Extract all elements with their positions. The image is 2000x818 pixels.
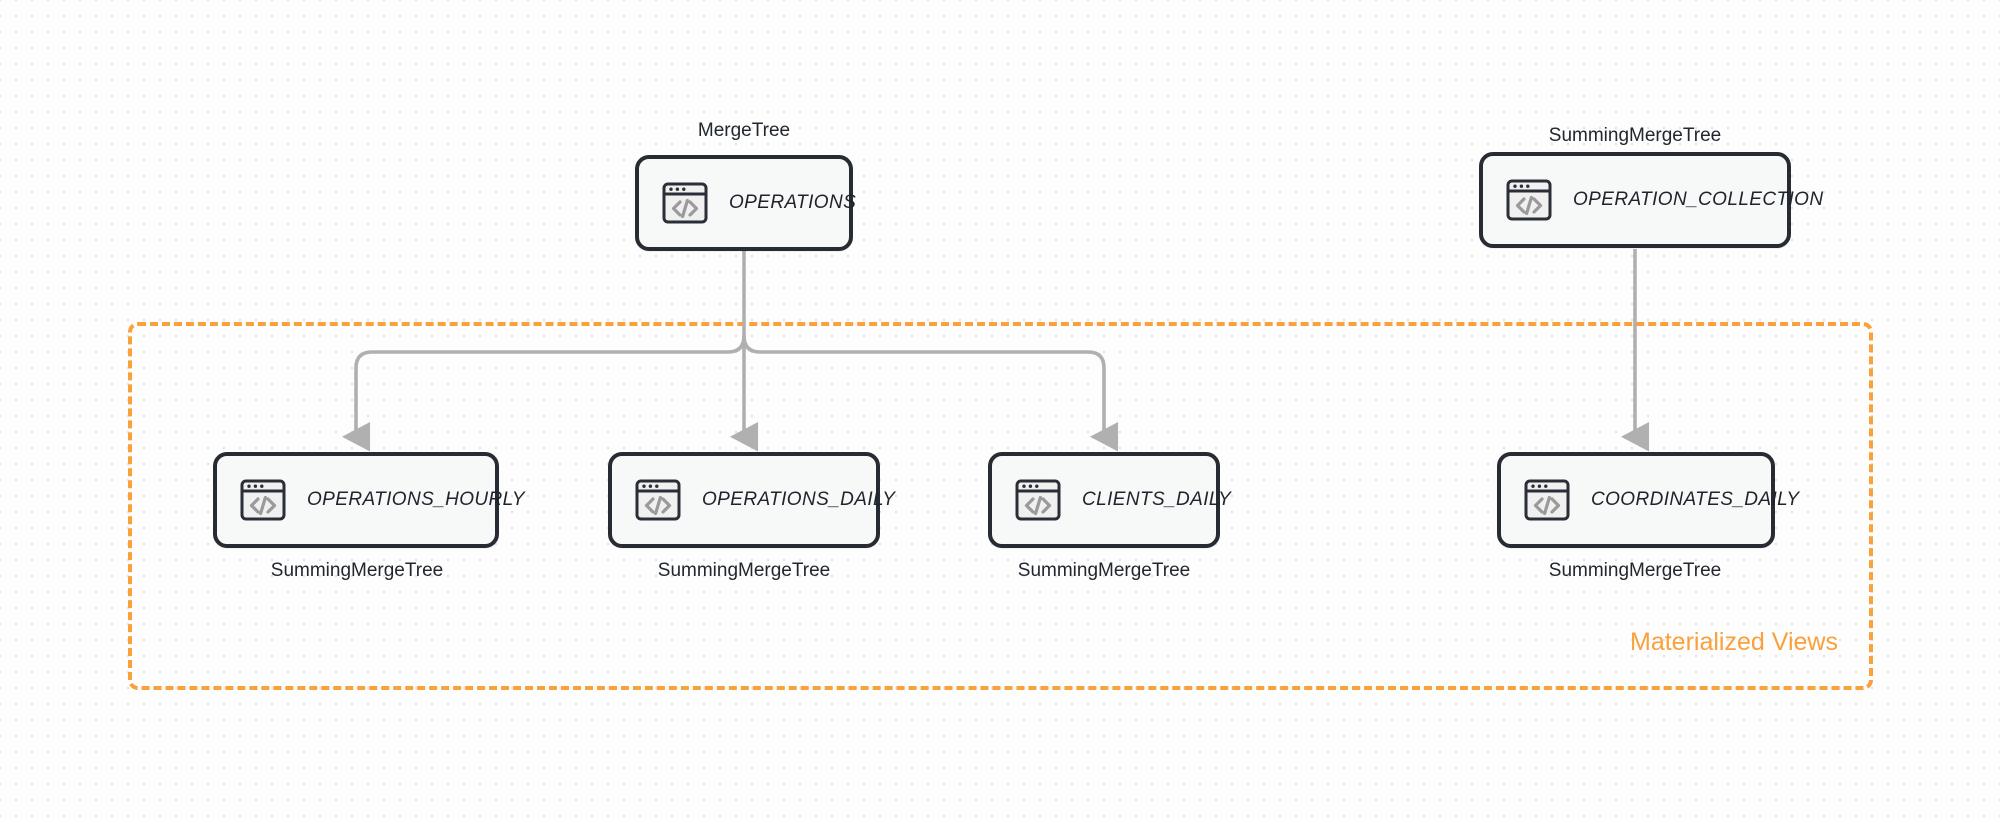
node-operation_collection[interactable]: OPERATION_COLLECTION xyxy=(1479,152,1823,248)
engine-label-clients_daily: SummingMergeTree xyxy=(1017,560,1191,581)
code-window-icon xyxy=(1015,479,1061,521)
node-operations_hourly[interactable]: OPERATIONS_HOURLY xyxy=(213,452,525,548)
code-window-icon xyxy=(662,182,708,224)
node-label-coordinates_daily: COORDINATES_DAILY xyxy=(1591,489,1800,510)
code-window-icon xyxy=(1524,479,1570,521)
engine-label-operations: MergeTree xyxy=(697,120,791,141)
materialized-views-group xyxy=(128,322,1873,690)
node-coordinates_daily[interactable]: COORDINATES_DAILY xyxy=(1497,452,1799,548)
node-label-clients_daily: CLIENTS_DAILY xyxy=(1082,489,1232,510)
code-window-icon xyxy=(634,476,682,524)
engine-label-operations_hourly: SummingMergeTree xyxy=(270,560,444,581)
code-window-icon xyxy=(1523,476,1571,524)
engine-label-operations_daily: SummingMergeTree xyxy=(657,560,831,581)
code-window-icon xyxy=(661,179,709,227)
engine-label-operation_collection: SummingMergeTree xyxy=(1548,125,1722,146)
code-window-icon xyxy=(1505,176,1553,224)
engine-label-coordinates_daily: SummingMergeTree xyxy=(1548,560,1722,581)
node-label-operations_hourly: OPERATIONS_HOURLY xyxy=(307,489,525,510)
node-clients_daily[interactable]: CLIENTS_DAILY xyxy=(988,452,1231,548)
code-window-icon xyxy=(1506,179,1552,221)
code-window-icon xyxy=(1014,476,1062,524)
materialized-views-label: Materialized Views xyxy=(1630,628,1838,656)
node-operations[interactable]: OPERATIONS xyxy=(635,155,857,251)
node-label-operation_collection: OPERATION_COLLECTION xyxy=(1573,189,1824,210)
node-label-operations: OPERATIONS xyxy=(729,192,857,213)
code-window-icon xyxy=(635,479,681,521)
node-label-operations_daily: OPERATIONS_DAILY xyxy=(702,489,896,510)
code-window-icon xyxy=(240,479,286,521)
node-operations_daily[interactable]: OPERATIONS_DAILY xyxy=(608,452,895,548)
code-window-icon xyxy=(239,476,287,524)
